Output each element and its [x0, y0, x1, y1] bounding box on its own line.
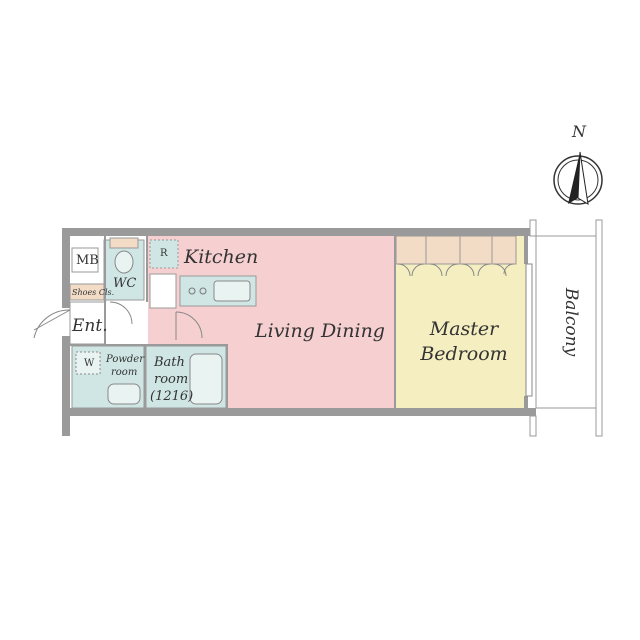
powder-room-label-1: Powder — [106, 354, 145, 365]
refrigerator-label: R — [160, 248, 168, 259]
bathroom-label-2: room — [154, 372, 189, 387]
bedroom-window — [525, 263, 533, 397]
refrigerator-space — [149, 239, 179, 269]
mb-box — [71, 247, 99, 273]
shoes-closet-label: Shoes Cls. — [72, 288, 115, 297]
kitchen-label: Kitchen — [184, 246, 259, 268]
powder-room-label-2: room — [111, 367, 138, 378]
balcony-outline — [535, 235, 597, 409]
balcony-label: Balcony — [561, 287, 582, 357]
north-label: N — [572, 122, 586, 141]
master-bedroom-label-1: Master — [429, 318, 499, 340]
compass-icon — [553, 151, 603, 205]
living-dining-label: Living Dining — [255, 320, 385, 342]
walls — [62, 228, 528, 416]
master-bedroom-floor — [396, 236, 526, 408]
bedroom-closet — [395, 235, 517, 265]
wc-label: WC — [113, 276, 137, 291]
kitchen-cabinet — [149, 273, 177, 309]
washer-label: W — [84, 358, 95, 369]
bathroom-label-1: Bath — [154, 355, 185, 370]
bathroom-size-label: (1216) — [150, 389, 194, 404]
master-bedroom-label-2: Bedroom — [420, 343, 508, 365]
hallway-floor — [106, 302, 148, 344]
mb-label: MB — [76, 253, 99, 268]
entrance-label: Ent. — [72, 316, 108, 336]
entrance-floor — [69, 301, 107, 345]
